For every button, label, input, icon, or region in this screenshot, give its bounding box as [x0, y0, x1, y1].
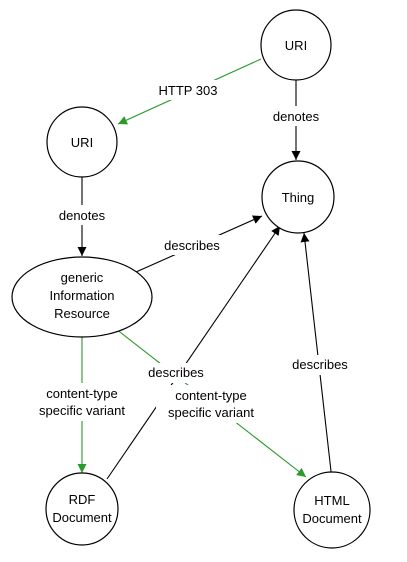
- node-generic-information-resource[interactable]: generic Information Resource: [11, 256, 153, 338]
- node-html-document[interactable]: HTML Document: [293, 471, 371, 549]
- node-uri-top-label: URI: [285, 38, 307, 53]
- node-rdf-document-circle: [45, 472, 119, 546]
- label-http-303-text: HTTP 303: [158, 83, 217, 98]
- label-describes-generic-text: describes: [164, 238, 220, 253]
- node-uri-left-label: URI: [71, 135, 93, 150]
- node-html-line2: Document: [302, 511, 362, 526]
- label-denotes-top-text: denotes: [273, 109, 320, 124]
- node-uri-top-circle: [260, 9, 332, 81]
- edge-labels: HTTP 303 denotes denotes describes conte…: [26, 80, 356, 423]
- label-content-type-rdf-line1: content-type: [46, 386, 118, 401]
- nodes: URI URI Thing generic Information Resour…: [11, 9, 371, 549]
- label-describes-html: describes: [286, 355, 356, 375]
- label-describes-html-text: describes: [292, 357, 348, 372]
- label-content-type-rdf: content-type specific variant: [26, 383, 138, 421]
- label-describes-generic: describes: [158, 235, 228, 255]
- label-content-type-html-line2: specific variant: [168, 405, 254, 420]
- label-denotes-left: denotes: [52, 205, 112, 225]
- node-rdf-document[interactable]: RDF Document: [45, 472, 119, 546]
- node-uri-left[interactable]: URI: [46, 106, 118, 178]
- label-content-type-rdf-line2: specific variant: [39, 403, 125, 418]
- node-html-document-circle: [293, 471, 371, 549]
- node-rdf-line2: Document: [52, 510, 112, 525]
- label-content-type-html-line1: content-type: [175, 388, 247, 403]
- node-thing-label: Thing: [282, 190, 315, 205]
- label-content-type-html: content-type specific variant: [156, 385, 268, 423]
- label-describes-rdf: describes: [142, 363, 212, 383]
- node-thing-circle: [261, 160, 335, 234]
- label-denotes-left-text: denotes: [59, 208, 106, 223]
- label-describes-rdf-text: describes: [148, 365, 204, 380]
- node-generic-line1: generic: [61, 270, 104, 285]
- node-rdf-line1: RDF: [69, 492, 96, 507]
- label-http-303: HTTP 303: [150, 80, 226, 100]
- node-generic-line3: Resource: [54, 306, 110, 321]
- edge-describes-rdf: [106, 225, 281, 480]
- node-thing[interactable]: Thing: [261, 160, 335, 234]
- node-uri-left-circle: [46, 106, 118, 178]
- label-denotes-top: denotes: [266, 106, 326, 126]
- node-generic-line2: Information: [49, 288, 114, 303]
- node-generic-information-resource-ellipse: [11, 256, 153, 338]
- node-uri-top[interactable]: URI: [260, 9, 332, 81]
- node-html-line1: HTML: [314, 493, 349, 508]
